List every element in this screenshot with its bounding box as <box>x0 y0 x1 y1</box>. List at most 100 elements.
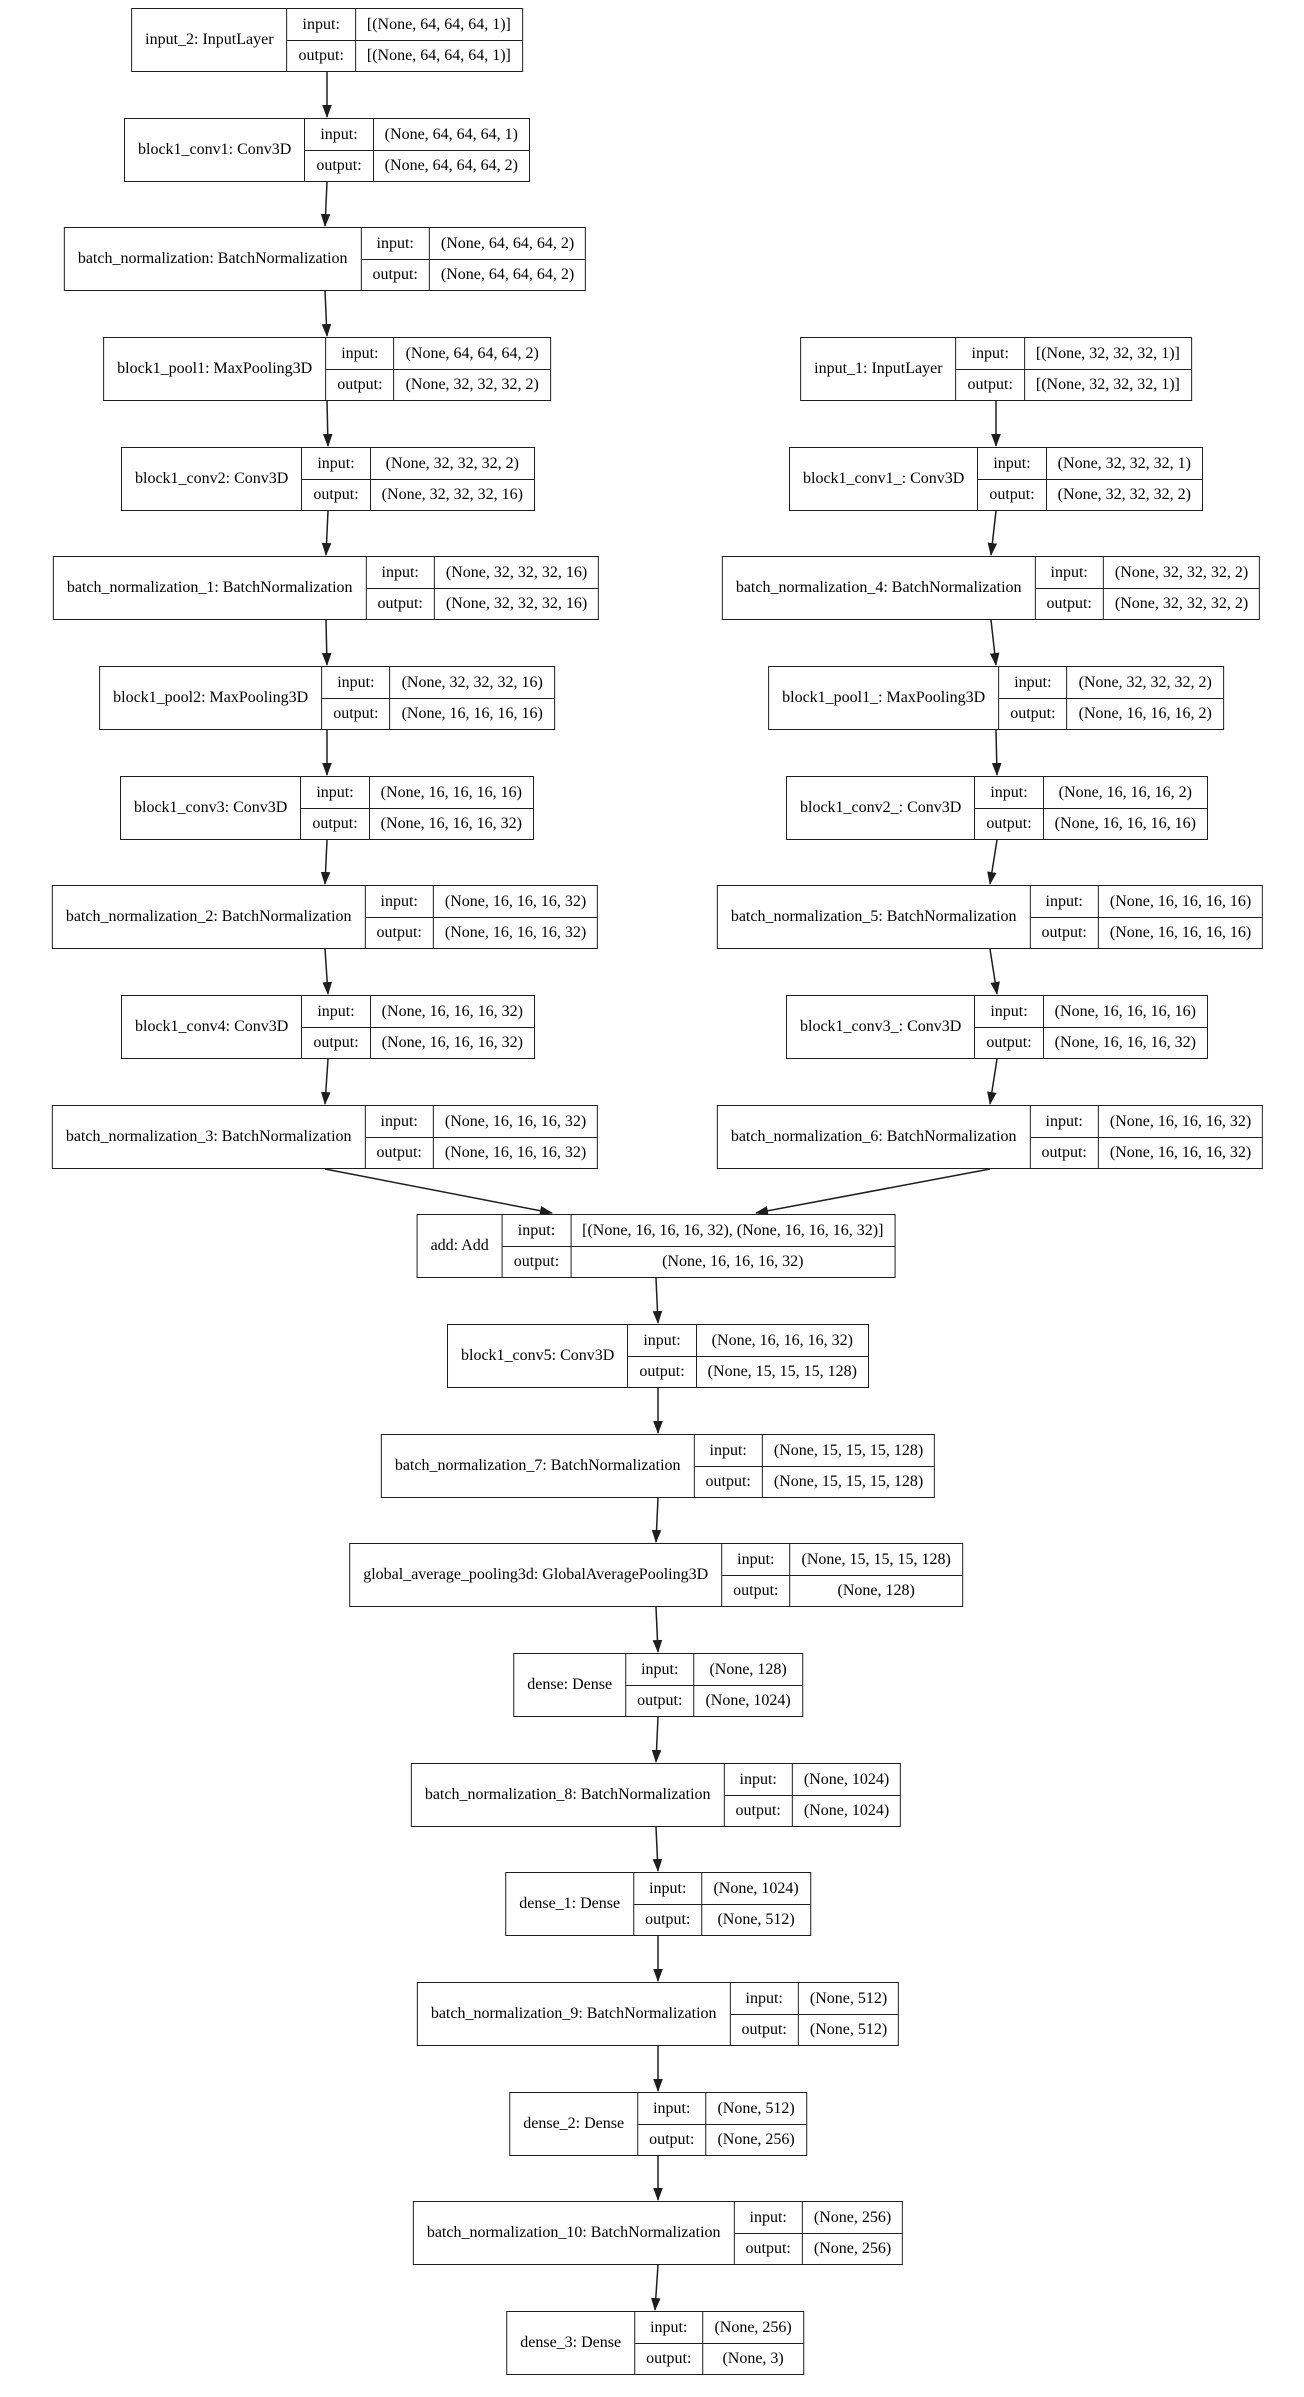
output-shape: (None, 16, 16, 16, 16) <box>1098 917 1263 948</box>
edge-dense-to-batch_normalization_8 <box>651 1716 662 1763</box>
layer-label: batch_normalization_5: BatchNormalizatio… <box>718 886 1031 948</box>
layer-io-table: input: [(None, 32, 32, 32, 1)] output: [… <box>956 338 1191 400</box>
input-label: input: <box>628 1325 697 1356</box>
output-label: output: <box>694 1466 763 1497</box>
input-label: input: <box>975 996 1044 1027</box>
input-label: input: <box>367 557 435 588</box>
output-label: output: <box>734 2233 803 2264</box>
layer-io-table: input: (None, 16, 16, 16, 32) output: (N… <box>365 1106 598 1168</box>
layer-label: block1_conv4: Conv3D <box>122 996 303 1058</box>
layer-label: batch_normalization_1: BatchNormalizatio… <box>54 557 367 619</box>
layer-label: batch_normalization_9: BatchNormalizatio… <box>418 1983 731 2045</box>
edge-block1_conv3_-to-batch_normalization_6 <box>987 1058 998 1105</box>
input-shape: (None, 16, 16, 16, 2) <box>1058 783 1192 801</box>
node-block1_conv4: block1_conv4: Conv3D input: (None, 16, 1… <box>121 995 535 1059</box>
node-batch_normalization_5: batch_normalization_5: BatchNormalizatio… <box>716 885 1264 949</box>
layer-io-table: input: (None, 32, 32, 32, 2) output: (No… <box>302 448 534 510</box>
node-batch_normalization_6: batch_normalization_6: BatchNormalizatio… <box>716 1105 1264 1169</box>
input-label: input: <box>626 1654 695 1685</box>
node-batch_normalization_4: batch_normalization_4: BatchNormalizatio… <box>721 556 1261 620</box>
input-shape: (None, 16, 16, 16, 32) <box>444 892 587 910</box>
output-label: output: <box>302 1027 371 1058</box>
edge-block1_conv4-to-batch_normalization_3 <box>321 1058 331 1105</box>
layer-io-table: input: (None, 16, 16, 16, 16) output: (N… <box>301 777 533 839</box>
input-shape: (None, 256) <box>714 2318 792 2336</box>
node-input_2: input_2: InputLayer input: [(None, 64, 6… <box>131 8 523 72</box>
input-label: input: <box>638 2093 707 2124</box>
node-block1_pool2: block1_pool2: MaxPooling3D input: (None,… <box>99 666 555 730</box>
output-shape: (None, 1024) <box>694 1685 802 1716</box>
input-label: input: <box>1031 886 1099 917</box>
node-block1_conv3: block1_conv3: Conv3D input: (None, 16, 1… <box>120 776 534 840</box>
input-shape: (None, 256) <box>813 2208 892 2226</box>
output-label: output: <box>1030 1137 1099 1168</box>
output-label: output: <box>635 2343 704 2374</box>
edge-block1_conv3-to-batch_normalization_2 <box>320 839 331 885</box>
layer-io-table: input: [(None, 16, 16, 16, 32), (None, 1… <box>502 1215 895 1277</box>
output-shape: (None, 32, 32, 32, 16) <box>370 479 534 510</box>
input-label: input: <box>731 1983 799 2014</box>
output-shape: [(None, 32, 32, 32, 1)] <box>1024 369 1191 400</box>
layer-label: batch_normalization: BatchNormalization <box>65 228 362 290</box>
node-block1_pool1: block1_pool1: MaxPooling3D input: (None,… <box>103 337 551 401</box>
output-shape: (None, 256) <box>802 2233 903 2264</box>
output-shape: (None, 16, 16, 16, 32) <box>433 917 598 948</box>
edge-batch_normalization_3-to-add <box>324 1168 553 1216</box>
output-label: output: <box>638 2124 707 2155</box>
layer-io-table: input: (None, 16, 16, 16, 32) output: (N… <box>628 1325 868 1387</box>
input-label: input: <box>503 1215 572 1246</box>
layer-io-table: input: (None, 64, 64, 64, 2) output: (No… <box>361 228 586 290</box>
input-shape: (None, 15, 15, 15, 128) <box>773 1441 924 1459</box>
layer-label: block1_conv1: Conv3D <box>125 119 306 181</box>
input-label: input: <box>634 1873 703 1904</box>
output-shape: (None, 16, 16, 16, 32) <box>571 1246 895 1277</box>
output-label: output: <box>502 1246 572 1277</box>
input-shape: (None, 64, 64, 64, 2) <box>440 234 575 252</box>
layer-label: batch_normalization_3: BatchNormalizatio… <box>53 1106 366 1168</box>
output-label: output: <box>626 1685 695 1716</box>
output-shape: (None, 128) <box>790 1575 962 1606</box>
layer-label: add: Add <box>418 1215 503 1277</box>
input-label: input: <box>301 777 370 808</box>
output-label: output: <box>634 1904 703 1935</box>
output-shape: (None, 16, 16, 16, 16) <box>1043 808 1207 839</box>
output-shape: (None, 32, 32, 32, 16) <box>434 588 599 619</box>
output-label: output: <box>999 698 1068 729</box>
input-shape: (None, 16, 16, 16, 16) <box>1054 1002 1196 1020</box>
input-shape: (None, 32, 32, 32, 2) <box>1114 563 1249 581</box>
layer-io-table: input: (None, 1024) output: (None, 512) <box>634 1873 810 1935</box>
input-label: input: <box>322 667 391 698</box>
node-block1_pool1_: block1_pool1_: MaxPooling3D input: (None… <box>768 666 1224 730</box>
layer-label: block1_conv2: Conv3D <box>122 448 303 510</box>
input-label: input: <box>725 1764 793 1795</box>
layer-label: block1_conv1_: Conv3D <box>790 448 979 510</box>
layer-io-table: input: (None, 16, 16, 16, 2) output: (No… <box>975 777 1207 839</box>
layer-io-table: input: [(None, 64, 64, 64, 1)] output: [… <box>287 9 522 71</box>
edge-block1_pool1_-to-block1_conv2_ <box>991 729 1002 776</box>
output-label: output: <box>366 588 435 619</box>
node-dense_2: dense_2: Dense input: (None, 512) output… <box>509 2092 807 2156</box>
output-label: output: <box>326 369 395 400</box>
layer-io-table: input: (None, 15, 15, 15, 128) output: (… <box>722 1544 962 1606</box>
input-shape: (None, 32, 32, 32, 16) <box>401 673 543 691</box>
input-label: input: <box>1036 557 1104 588</box>
input-shape: (None, 512) <box>809 1989 888 2007</box>
node-batch_normalization_2: batch_normalization_2: BatchNormalizatio… <box>51 885 599 949</box>
layer-label: input_2: InputLayer <box>132 9 288 71</box>
input-label: input: <box>957 338 1025 369</box>
layer-io-table: input: (None, 256) output: (None, 3) <box>635 2312 803 2374</box>
output-shape: (None, 32, 32, 32, 2) <box>1046 479 1202 510</box>
input-label: input: <box>978 448 1047 479</box>
output-label: output: <box>975 1027 1044 1058</box>
input-shape: (None, 16, 16, 16, 16) <box>1109 892 1252 910</box>
output-shape: (None, 512) <box>798 2014 899 2045</box>
node-block1_conv5: block1_conv5: Conv3D input: (None, 16, 1… <box>447 1324 869 1388</box>
input-label: input: <box>722 1544 791 1575</box>
input-label: input: <box>735 2202 803 2233</box>
layer-label: block1_conv3: Conv3D <box>121 777 302 839</box>
output-shape: (None, 1024) <box>792 1795 901 1826</box>
input-shape: (None, 1024) <box>803 1770 890 1788</box>
layer-io-table: input: (None, 64, 64, 64, 1) output: (No… <box>305 119 529 181</box>
output-label: output: <box>1030 917 1099 948</box>
layer-io-table: input: (None, 16, 16, 16, 16) output: (N… <box>1030 886 1263 948</box>
